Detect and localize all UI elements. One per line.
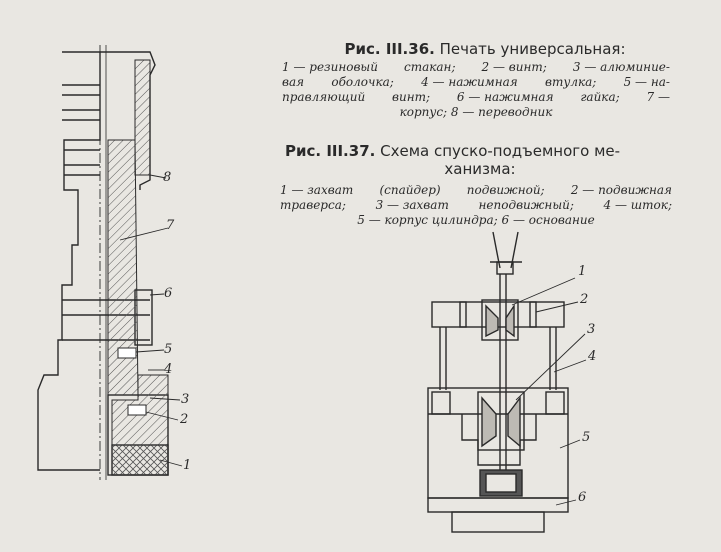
fig36-label-3: 3 (181, 392, 190, 407)
fig36-label-1: 1 (183, 458, 192, 473)
fig37-label-2: 2 (580, 292, 589, 307)
fig37-legend: 1 — захват(спайдер)подвижной;2 — подвижн… (280, 183, 672, 228)
fig36-label-5: 5 (164, 342, 173, 357)
fig36-label-2: 2 (180, 412, 189, 427)
fig37-legend-line-1: 1 — захват(спайдер)подвижной;2 — подвижн… (280, 183, 672, 197)
fig36-label-4: 4 (164, 362, 173, 377)
fig37-label-6: 6 (578, 490, 587, 505)
fig36-label-8: 8 (163, 170, 172, 185)
fig37-label-3: 3 (587, 322, 596, 337)
fig37-caption-title-line2: ханизма: (444, 160, 516, 178)
fig36-label-6: 6 (164, 286, 173, 301)
fig37-label-1: 1 (578, 264, 587, 279)
fig37-caption-title: Рис. III.37. Схема спуско-подъемного ме- (285, 142, 621, 160)
fig36-label-7: 7 (166, 218, 175, 233)
fig36-legend-line-4: корпус; 8 — переводник (399, 105, 553, 119)
fig37-label-5: 5 (582, 430, 591, 445)
fig36-caption-title: Рис. III.36. Печать универсальная: (344, 40, 626, 58)
fig37-legend-line-3: 5 — корпус цилиндра; 6 — основание (357, 213, 595, 227)
fig37-label-4: 4 (588, 349, 597, 364)
